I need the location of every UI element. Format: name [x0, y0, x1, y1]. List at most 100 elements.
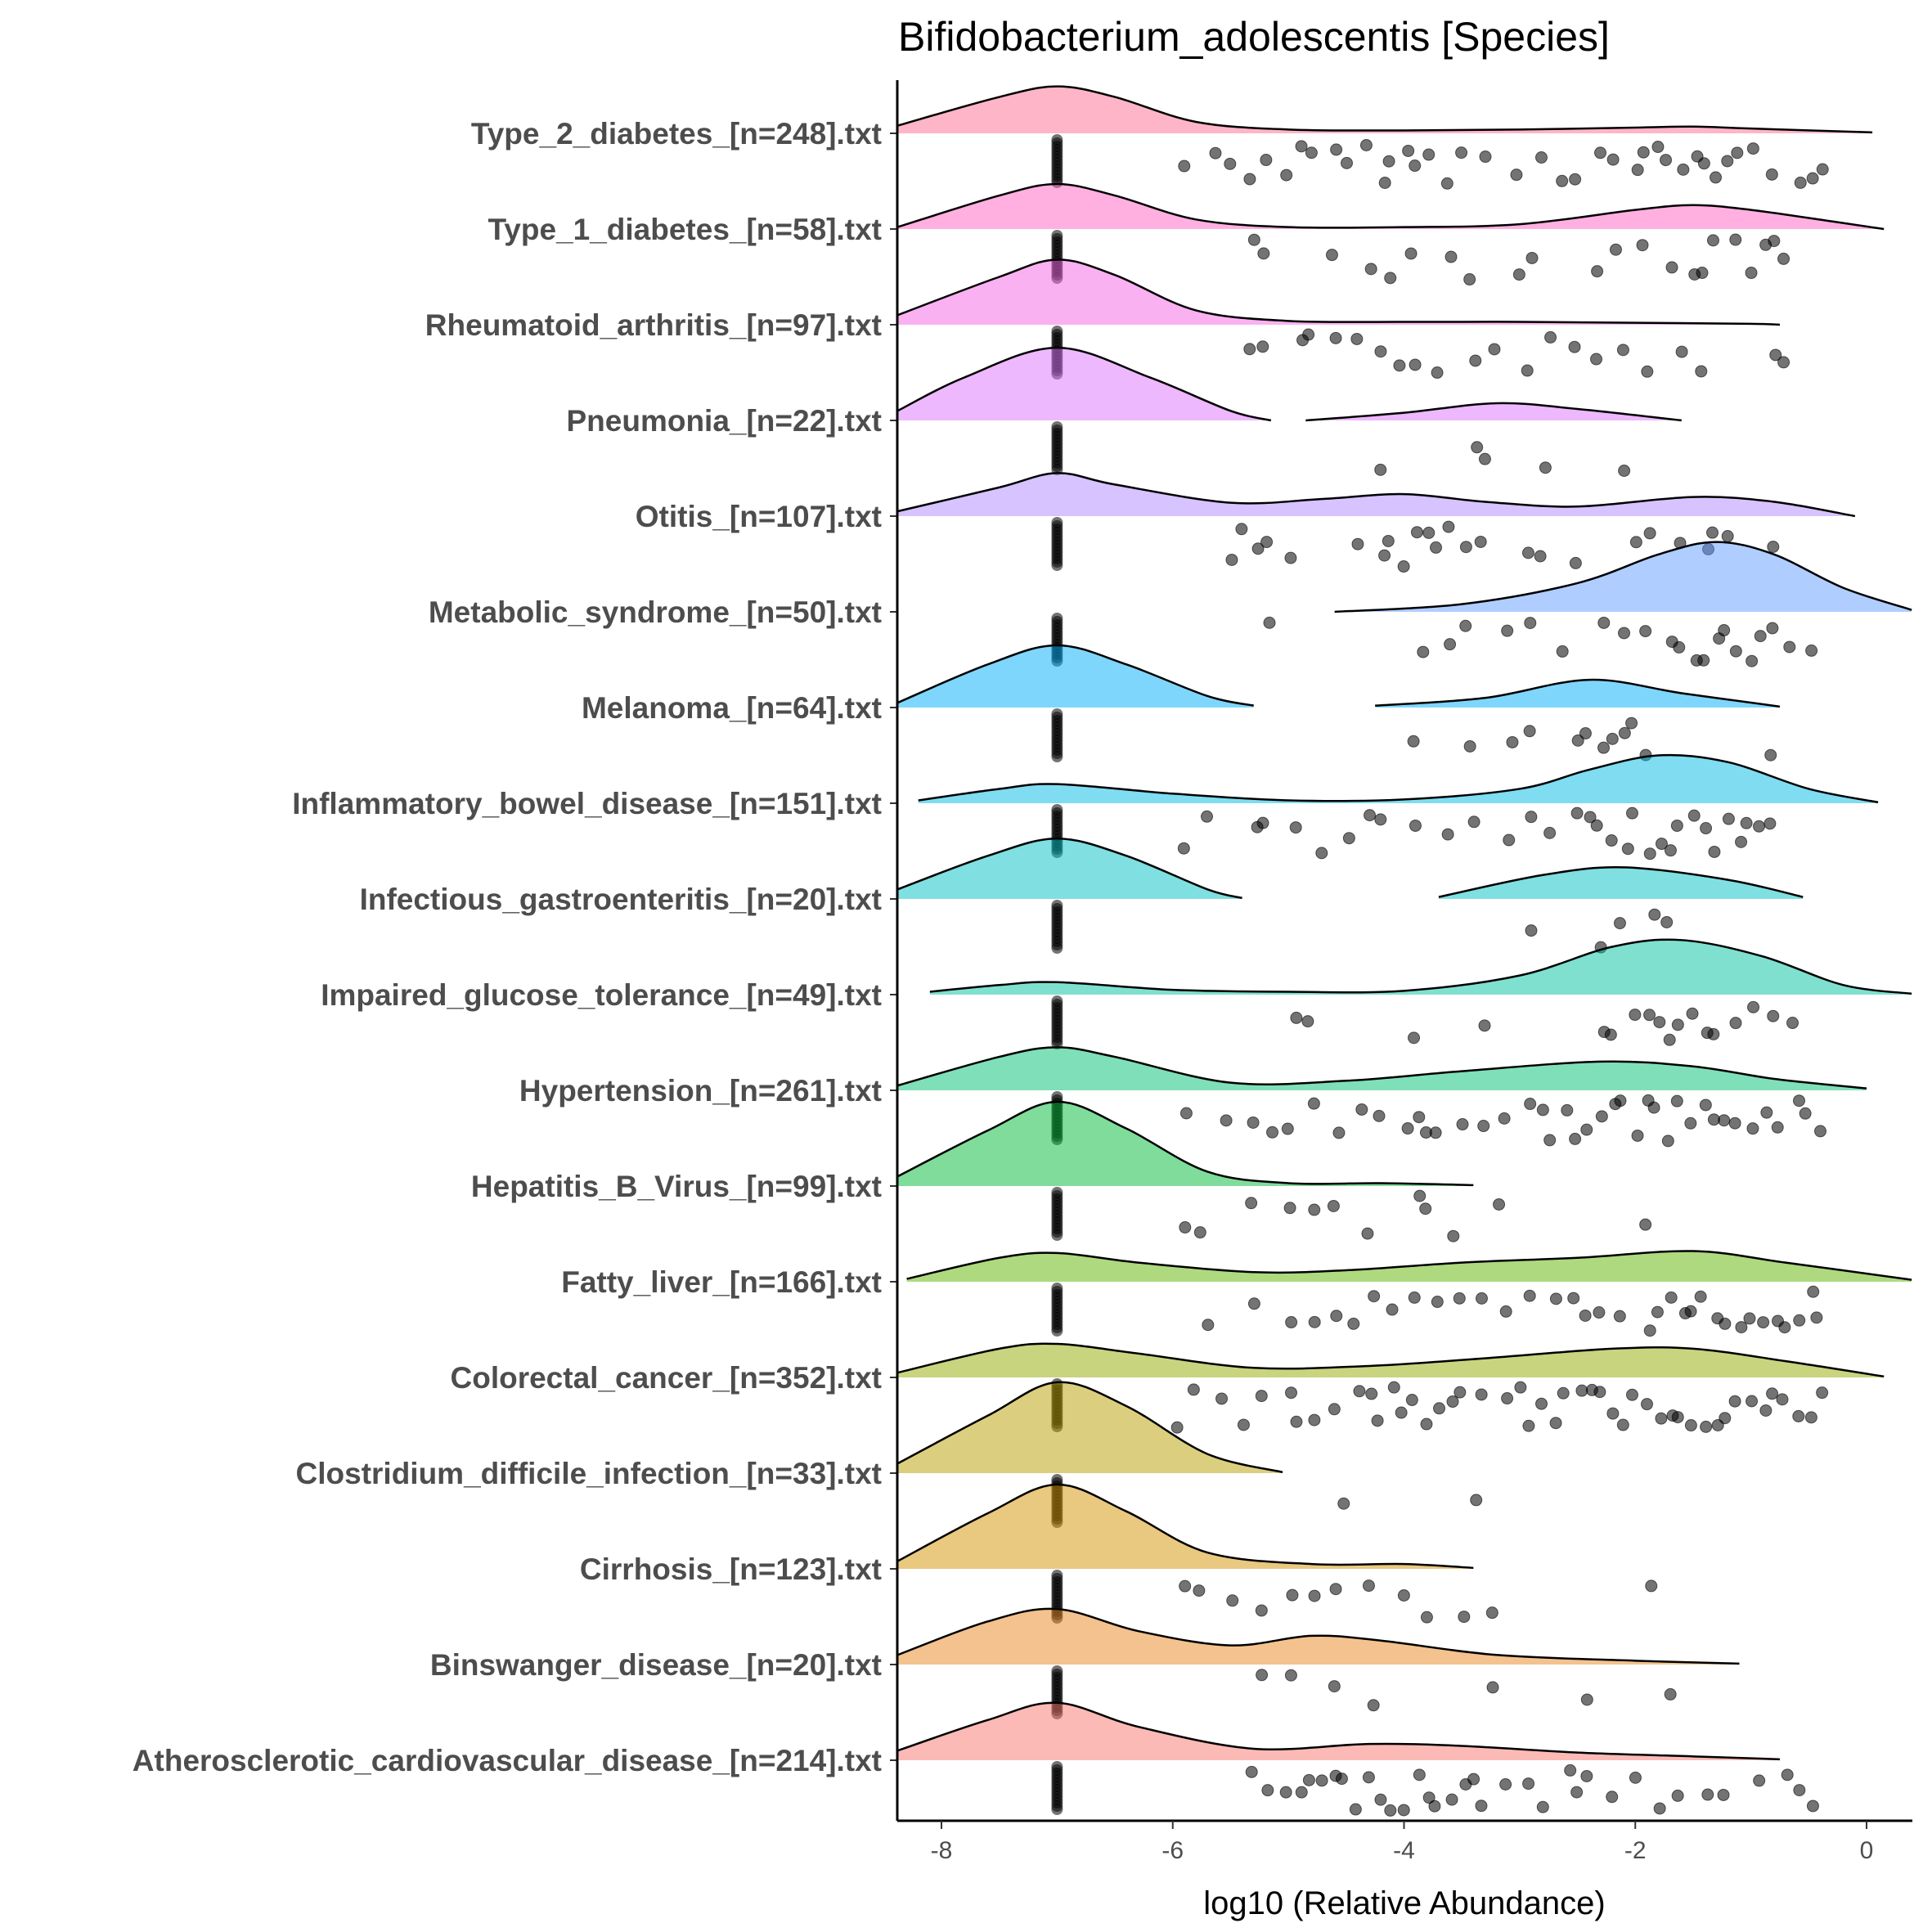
category-label: Pneumonia_[n=22].txt: [566, 404, 882, 438]
data-point: [1453, 1292, 1466, 1305]
data-point: [1595, 1110, 1608, 1123]
data-point: [1475, 1388, 1488, 1401]
data-point: [1401, 1122, 1414, 1135]
data-point: [1557, 1386, 1570, 1400]
data-point: [1290, 1415, 1303, 1428]
data-point: [1342, 832, 1355, 845]
data-point: [1445, 250, 1458, 263]
data-point: [1431, 366, 1444, 380]
data-point: [1467, 1772, 1480, 1786]
data-point: [1506, 735, 1519, 748]
data-point: [1806, 172, 1819, 185]
data-point: [1349, 1803, 1362, 1816]
category-label: Impaired_glucose_tolerance_[n=49].txt: [321, 978, 882, 1012]
data-point: [1777, 252, 1790, 265]
data-point: [1700, 1420, 1713, 1433]
data-point: [1590, 819, 1603, 832]
data-point: [1485, 1606, 1498, 1620]
data-point: [1407, 735, 1420, 748]
data-point: [1597, 616, 1611, 629]
data-point: [1579, 1309, 1592, 1322]
data-point: [1729, 233, 1742, 246]
data-point: [1521, 364, 1534, 377]
data-point: [1764, 748, 1777, 762]
x-tick-label: -2: [1624, 1837, 1647, 1864]
data-point: [1671, 1018, 1684, 1031]
data-point: [1522, 1777, 1535, 1790]
data-point: [1193, 1584, 1206, 1597]
data-point: [1721, 530, 1734, 543]
data-point: [1719, 1412, 1732, 1425]
density-outline: [1375, 678, 1781, 708]
zero-point: [1051, 1325, 1063, 1337]
ridge-row: [896, 838, 1804, 954]
data-point: [1251, 542, 1265, 555]
data-point: [1261, 1784, 1274, 1797]
data-point: [1625, 717, 1638, 730]
data-point: [1453, 1386, 1467, 1399]
ridge-row: [896, 85, 1873, 190]
data-point: [1170, 1421, 1184, 1434]
density-fill: [897, 86, 1873, 133]
data-point: [1616, 344, 1629, 357]
zero-point: [1051, 1229, 1063, 1241]
data-point: [1746, 1395, 1759, 1408]
data-point: [1643, 527, 1656, 540]
data-point: [1285, 1316, 1298, 1329]
data-point: [1671, 1789, 1684, 1802]
data-point: [1794, 176, 1807, 189]
data-point: [1695, 365, 1708, 378]
data-point: [1308, 1413, 1321, 1427]
data-point: [1568, 340, 1581, 353]
data-point: [1417, 645, 1430, 658]
data-point: [1569, 173, 1582, 186]
density-fill: [897, 259, 1780, 325]
data-point: [1178, 160, 1191, 173]
data-point: [1442, 520, 1455, 533]
data-point: [1386, 1303, 1399, 1316]
data-point: [1446, 1395, 1459, 1409]
zero-point: [1051, 1804, 1063, 1815]
data-point: [1718, 624, 1731, 637]
data-point: [1561, 1103, 1574, 1117]
density-outline: [929, 938, 1912, 995]
data-point: [1367, 1699, 1380, 1712]
data-point: [1522, 1419, 1535, 1432]
data-point: [1257, 247, 1270, 260]
zero-point: [1051, 559, 1063, 571]
data-point: [1653, 1016, 1666, 1029]
data-point: [1215, 1392, 1229, 1405]
data-point: [1629, 1771, 1642, 1784]
data-point: [1549, 1417, 1562, 1430]
data-point: [1637, 146, 1650, 159]
data-point: [1340, 156, 1353, 169]
data-point: [1408, 1031, 1421, 1045]
data-point: [1486, 1681, 1499, 1694]
data-point: [1570, 1786, 1584, 1799]
ridge-row: [896, 182, 1885, 286]
data-point: [1455, 146, 1468, 160]
data-point: [1664, 1687, 1677, 1701]
data-point: [1640, 1398, 1653, 1411]
ridge-row: [1051, 541, 1912, 667]
data-point: [1746, 142, 1759, 155]
density-outline: [1305, 402, 1682, 422]
data-point: [1374, 463, 1387, 476]
data-point: [1609, 243, 1622, 256]
density-outline: [918, 753, 1879, 804]
data-point: [1618, 627, 1631, 640]
density-outline: [896, 1607, 1740, 1665]
data-point: [1807, 1285, 1820, 1298]
data-point: [1677, 163, 1690, 176]
data-point: [1420, 1611, 1433, 1624]
data-point: [1456, 1118, 1469, 1131]
data-point: [1283, 1202, 1296, 1215]
data-point: [1629, 1009, 1642, 1022]
density-outline: [1334, 541, 1912, 613]
data-point: [1567, 1292, 1580, 1305]
data-point: [1459, 619, 1472, 632]
data-point: [1371, 1414, 1384, 1427]
data-point: [1768, 235, 1781, 248]
data-point: [1409, 160, 1422, 173]
data-point: [1648, 908, 1661, 921]
